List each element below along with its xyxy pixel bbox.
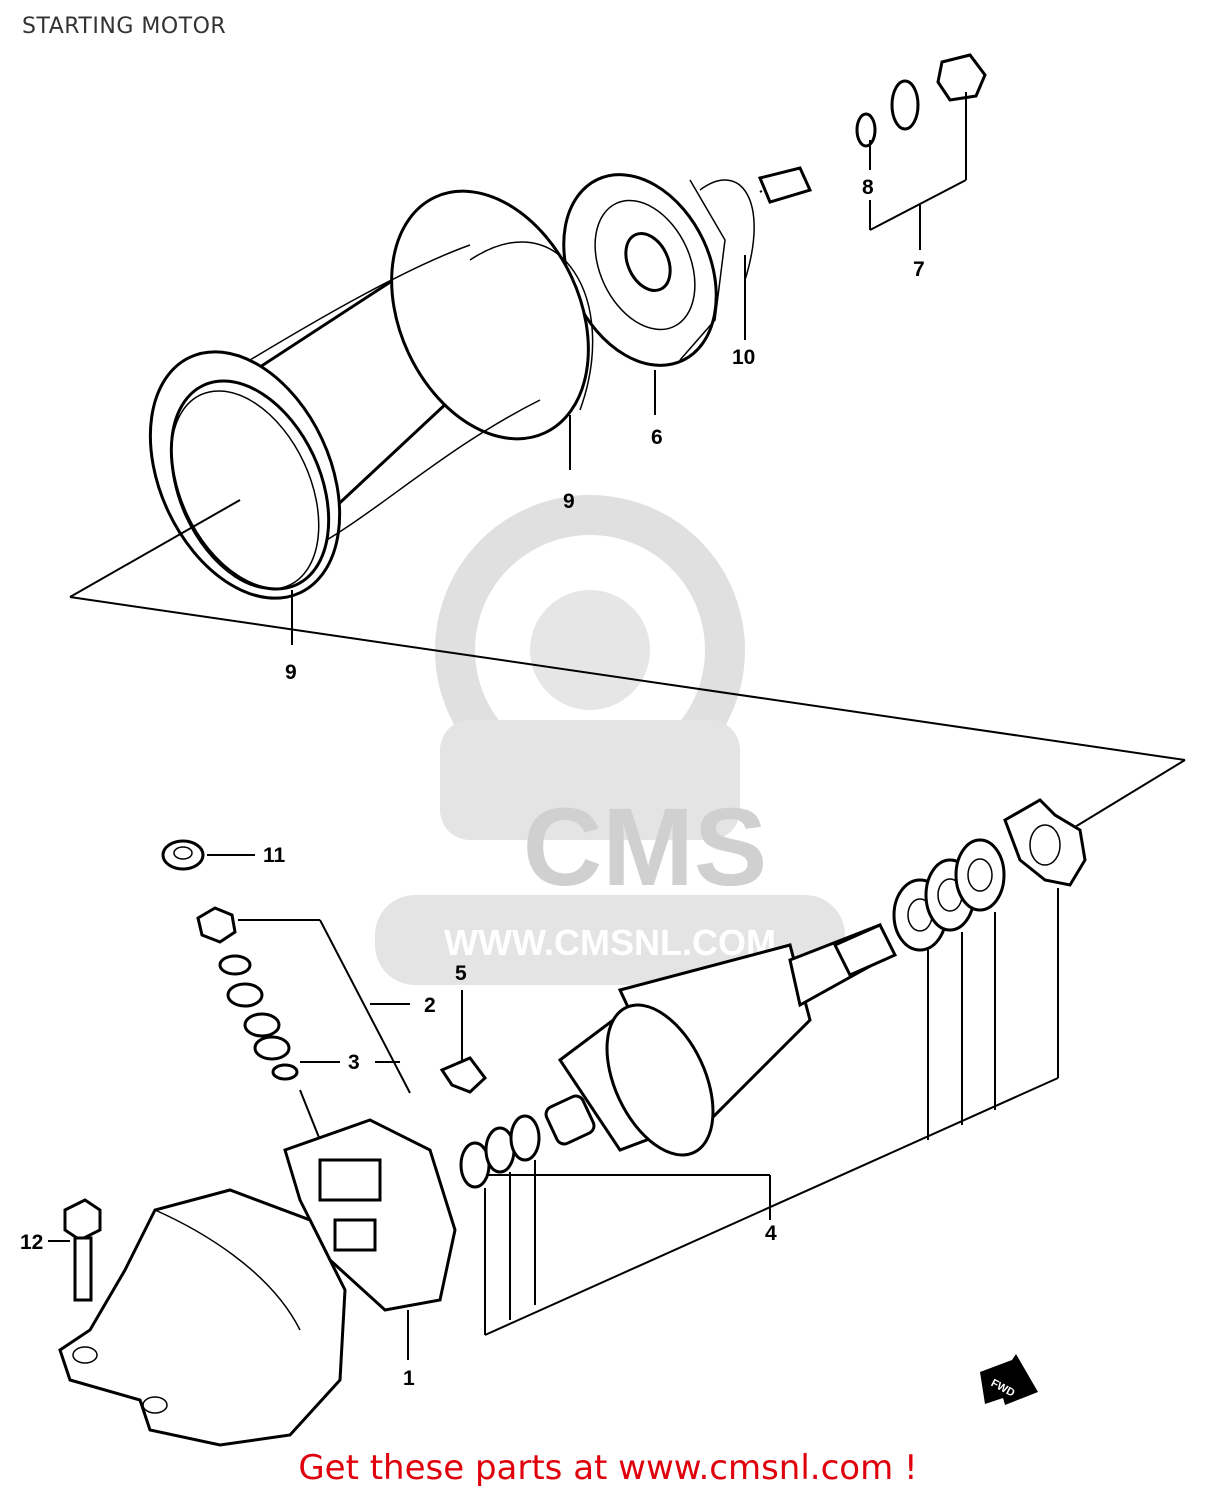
direction-arrow: FWD bbox=[980, 1354, 1038, 1405]
callout-labels: 1 2 3 4 5 6 7 8 9 9 10 11 12 bbox=[20, 176, 925, 1390]
callout-9a: 9 bbox=[563, 490, 575, 513]
watermark-url: WWW.CMSNL.COM bbox=[444, 922, 776, 963]
o-ring-9-upper bbox=[469, 241, 594, 470]
o-ring-10 bbox=[699, 179, 755, 340]
promo-footer[interactable]: Get these parts at www.cmsnl.com ! bbox=[298, 1448, 918, 1488]
callout-9b: 9 bbox=[285, 661, 297, 684]
end-cover-6 bbox=[562, 173, 726, 415]
leader-7-8 bbox=[869, 92, 967, 250]
callout-12: 12 bbox=[20, 1231, 43, 1254]
part-5-clip bbox=[439, 990, 488, 1094]
alignment-line bbox=[69, 499, 1186, 831]
callout-5: 5 bbox=[455, 962, 467, 985]
o-ring-9-lower bbox=[170, 390, 320, 645]
yoke-housing bbox=[148, 189, 590, 600]
watermark-brand: CMS bbox=[523, 786, 767, 909]
bolt-12 bbox=[48, 1198, 102, 1302]
callout-8: 8 bbox=[862, 176, 874, 199]
page-title: STARTING MOTOR bbox=[22, 14, 227, 39]
rear-cover bbox=[58, 1188, 347, 1447]
callout-7: 7 bbox=[913, 258, 925, 281]
callout-10: 10 bbox=[732, 346, 755, 369]
callout-2: 2 bbox=[424, 994, 436, 1017]
bolt-assembly bbox=[757, 53, 987, 204]
callout-6: 6 bbox=[651, 426, 663, 449]
watermark: CMS WWW.CMSNL.COM bbox=[375, 495, 845, 985]
terminal-kit-2 bbox=[196, 906, 411, 1094]
part-11-nut bbox=[161, 839, 255, 871]
callout-1: 1 bbox=[403, 1367, 415, 1390]
armature-4 bbox=[485, 923, 898, 1220]
shims-upper bbox=[892, 798, 1087, 1140]
callout-11: 11 bbox=[263, 844, 286, 867]
callout-4: 4 bbox=[765, 1222, 777, 1245]
callout-3: 3 bbox=[348, 1051, 360, 1074]
